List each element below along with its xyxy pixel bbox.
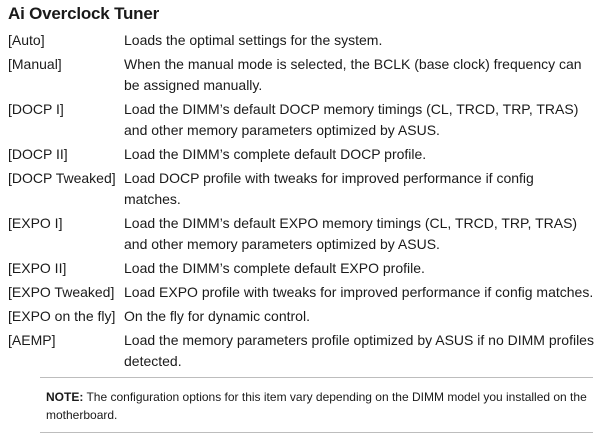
note-text: The configuration options for this item … (46, 390, 587, 422)
option-description: On the fly for dynamic control. (124, 308, 310, 324)
note-box: NOTE: The configuration options for this… (40, 377, 593, 433)
option-name: [DOCP Tweaked] (8, 170, 116, 186)
note-label: NOTE: (46, 390, 84, 404)
option-description: Load EXPO profile with tweaks for improv… (124, 284, 594, 300)
option-description: Loads the optimal settings for the syste… (124, 32, 383, 48)
option-description: When the manual mode is selected, the BC… (124, 56, 582, 93)
option-row-manual: [Manual] When the manual mode is selecte… (8, 54, 598, 96)
option-row-aemp: [AEMP] Load the memory parameters profil… (8, 330, 598, 372)
option-name: [EXPO on the fly] (8, 308, 116, 324)
option-name: [AEMP] (8, 332, 56, 348)
option-name: [Auto] (8, 32, 45, 48)
option-row-docp-tweaked: [DOCP Tweaked] Load DOCP profile with tw… (8, 168, 598, 210)
option-description: Load the memory parameters profile optim… (124, 332, 594, 369)
section-title: Ai Overclock Tuner (8, 4, 160, 23)
option-list: [Auto] Loads the optimal settings for th… (8, 30, 598, 375)
option-description: Load the DIMM’s default EXPO memory timi… (124, 215, 578, 252)
option-row-expo-i: [EXPO I] Load the DIMM’s default EXPO me… (8, 213, 598, 255)
option-name: [Manual] (8, 56, 62, 72)
option-description: Load the DIMM’s complete default EXPO pr… (124, 260, 425, 276)
option-row-expo-tweaked: [EXPO Tweaked] Load EXPO profile with tw… (8, 282, 598, 303)
option-row-expo-on-the-fly: [EXPO on the fly] On the fly for dynamic… (8, 306, 598, 327)
option-row-docp-i: [DOCP I] Load the DIMM’s default DOCP me… (8, 99, 598, 141)
option-name: [DOCP II] (8, 146, 68, 162)
option-name: [EXPO Tweaked] (8, 284, 115, 300)
option-row-docp-ii: [DOCP II] Load the DIMM’s complete defau… (8, 144, 598, 165)
option-row-auto: [Auto] Loads the optimal settings for th… (8, 30, 598, 51)
option-row-expo-ii: [EXPO II] Load the DIMM’s complete defau… (8, 258, 598, 279)
option-description: Load the DIMM’s default DOCP memory timi… (124, 101, 579, 138)
option-name: [EXPO II] (8, 260, 67, 276)
option-description: Load the DIMM’s complete default DOCP pr… (124, 146, 427, 162)
option-name: [EXPO I] (8, 215, 63, 231)
option-name: [DOCP I] (8, 101, 64, 117)
option-description: Load DOCP profile with tweaks for improv… (124, 170, 534, 207)
